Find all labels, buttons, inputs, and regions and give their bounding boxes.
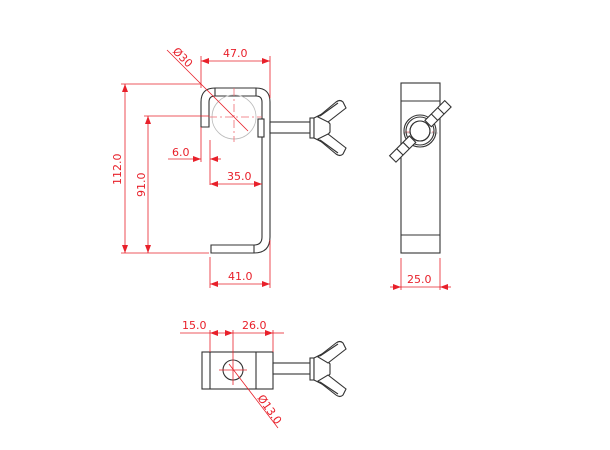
svg-text:26.0: 26.0 — [242, 319, 267, 332]
wing-nut — [309, 99, 347, 157]
side-view: Ø30 47.0 112.0 91.0 6.0 — [111, 45, 347, 288]
dim-lip-thickness: 6.0 — [168, 127, 221, 185]
dim-front-width: 25.0 — [390, 258, 451, 290]
svg-text:6.0: 6.0 — [172, 146, 190, 159]
svg-text:15.0: 15.0 — [182, 319, 207, 332]
wing-nut-top — [309, 340, 347, 398]
hook-body — [200, 87, 271, 254]
bolt — [257, 118, 313, 138]
svg-text:41.0: 41.0 — [228, 270, 253, 283]
svg-text:91.0: 91.0 — [135, 173, 148, 198]
dim-edge-to-hole: 15.0 — [180, 319, 233, 352]
clamp-front-body — [400, 82, 441, 254]
svg-text:35.0: 35.0 — [227, 170, 252, 183]
dim-inner-height: 91.0 — [135, 115, 209, 253]
svg-text:112.0: 112.0 — [111, 154, 124, 186]
top-view: 15.0 26.0 Ø13.0 — [180, 319, 347, 429]
front-view: 25.0 — [388, 82, 452, 290]
dim-inner-width: 35.0 — [210, 170, 262, 187]
svg-text:Ø13.0: Ø13.0 — [255, 392, 285, 427]
dim-bottom-width: 41.0 — [209, 240, 271, 288]
dim-hole-to-end: 26.0 — [233, 319, 284, 352]
dim-top-width: 47.0 — [200, 47, 271, 98]
svg-text:Ø30: Ø30 — [170, 45, 195, 70]
svg-text:25.0: 25.0 — [407, 273, 432, 286]
wing-nut-front — [388, 99, 452, 163]
svg-text:47.0: 47.0 — [223, 47, 248, 60]
clamp-top-body — [201, 351, 274, 390]
dim-total-height: 112.0 — [111, 83, 209, 254]
